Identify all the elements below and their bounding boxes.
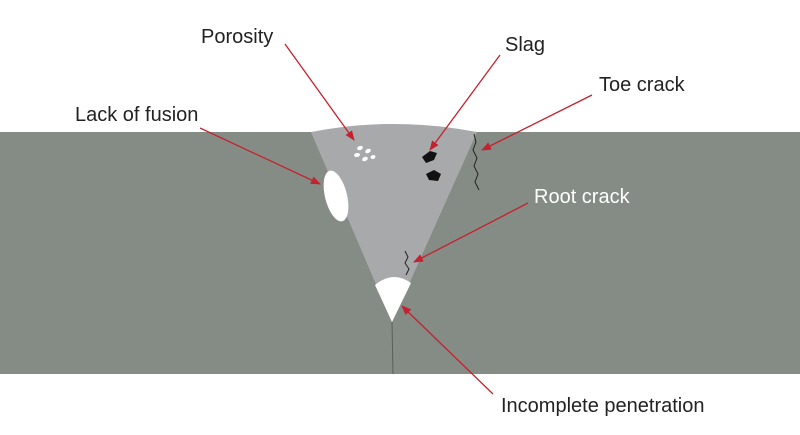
pore <box>362 156 368 162</box>
slag-label: Slag <box>505 34 545 56</box>
incomplete-penetration-void <box>375 276 411 322</box>
root-seam-line <box>391 321 394 375</box>
pore <box>370 154 376 160</box>
porosity-arrow <box>284 43 355 141</box>
porosity-label: Porosity <box>201 26 273 48</box>
pore <box>365 148 371 154</box>
lack-of-fusion-void <box>323 170 349 222</box>
toe-crack-line <box>472 133 480 191</box>
incomplete-penetration-label: Incomplete penetration <box>501 395 704 417</box>
porosity-bubbles <box>354 145 376 162</box>
slag-inclusions <box>422 151 441 181</box>
pore <box>357 145 363 151</box>
slag-particle <box>422 151 437 163</box>
slag-arrow <box>429 54 501 151</box>
toe-crack-label: Toe crack <box>599 74 686 96</box>
lack-of-fusion-arrow <box>199 127 321 185</box>
lack-of-fusion-label: Lack of fusion <box>75 104 198 126</box>
root-crack-arrow <box>413 202 529 263</box>
root-crack-label: Root crack <box>534 186 631 208</box>
incomplete-penetration-arrow <box>401 305 494 395</box>
toe-crack-arrow <box>481 94 593 151</box>
slag-particle <box>426 170 441 181</box>
pore <box>354 152 360 158</box>
root-crack-line <box>404 250 410 276</box>
